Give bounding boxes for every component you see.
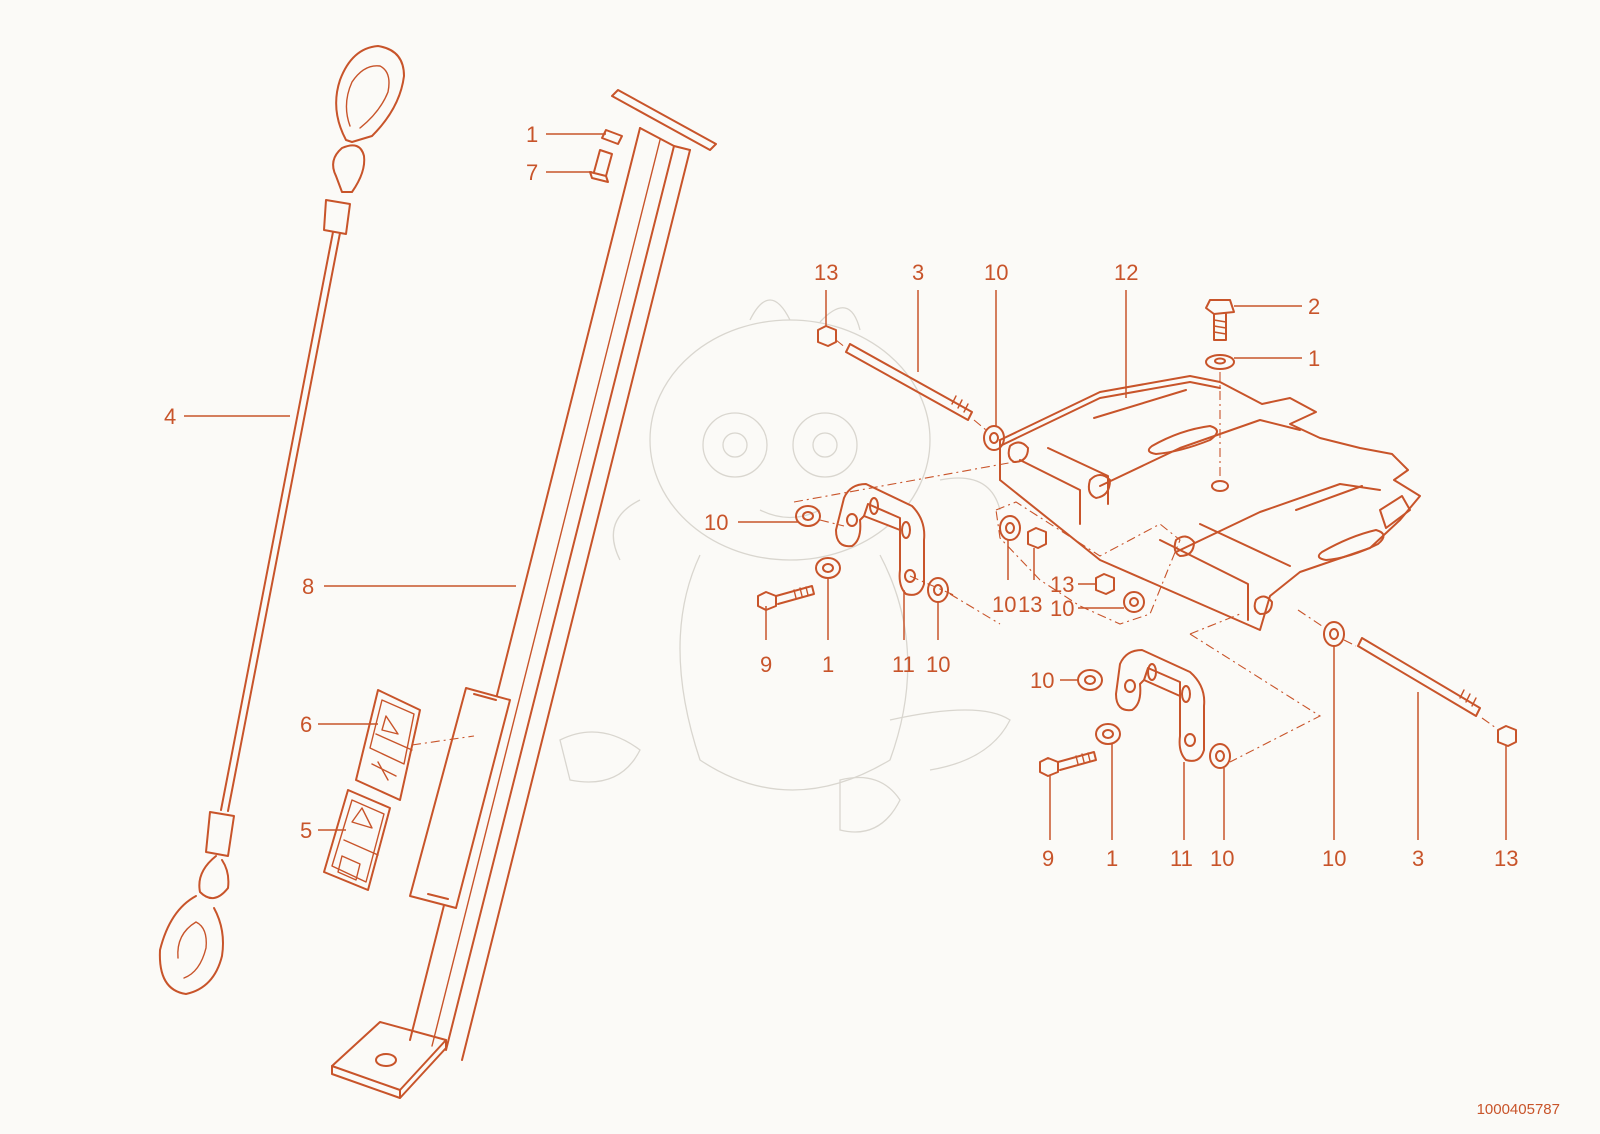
warning-decals — [323, 689, 421, 891]
callout-13-lower: 13 — [1494, 846, 1518, 871]
callout-1-left: 1 — [822, 652, 834, 677]
callout-8: 8 — [302, 574, 314, 599]
document-number: 1000405787 — [1476, 1101, 1560, 1118]
callout-1-plate: 1 — [526, 122, 538, 147]
callout-10-middle: 10 — [992, 592, 1016, 617]
callout-9-right: 9 — [1042, 846, 1054, 871]
callout-3-lower: 3 — [1412, 846, 1424, 871]
frame-top-bolt — [1205, 299, 1235, 480]
callout-13-middle-b: 13 — [1050, 572, 1074, 597]
callout-3-upper: 3 — [912, 260, 924, 285]
callout-11-right: 11 — [1170, 846, 1193, 871]
callout-10-right-b: 10 — [1210, 846, 1234, 871]
support-post — [331, 89, 717, 1099]
callout-10-left-b: 10 — [926, 652, 950, 677]
callout-13-upper: 13 — [814, 260, 838, 285]
callout-10-right: 10 — [1030, 668, 1054, 693]
callout-labels: 1 7 4 8 6 5 13 3 10 12 2 1 10 9 1 11 10 … — [164, 122, 1518, 871]
callout-5: 5 — [300, 818, 312, 843]
callout-4: 4 — [164, 404, 176, 429]
callout-1-washer: 1 — [1308, 346, 1320, 371]
callout-1-right: 1 — [1106, 846, 1118, 871]
callout-7: 7 — [526, 160, 538, 185]
leader-lines — [184, 133, 1507, 840]
right-bracket-set — [1039, 613, 1322, 777]
callout-11-left: 11 — [892, 652, 915, 677]
callout-9-left: 9 — [760, 652, 772, 677]
callout-10-upper: 10 — [984, 260, 1008, 285]
callout-2: 2 — [1308, 294, 1320, 319]
callout-10-left: 10 — [704, 510, 728, 535]
callout-13-middle: 13 — [1018, 592, 1042, 617]
left-bracket-set — [757, 461, 1015, 625]
callout-6: 6 — [300, 712, 312, 737]
callout-10-middle-b: 10 — [1050, 596, 1074, 621]
upper-rod-set — [817, 325, 1005, 451]
post-top-bolt — [589, 129, 623, 183]
callout-12: 12 — [1114, 260, 1138, 285]
middle-hardware — [995, 501, 1181, 625]
lower-rod-set — [1297, 609, 1517, 747]
wire-rope-assembly — [158, 45, 405, 995]
callout-10-lower: 10 — [1322, 846, 1346, 871]
dragon-mascot-icon — [559, 299, 1011, 833]
